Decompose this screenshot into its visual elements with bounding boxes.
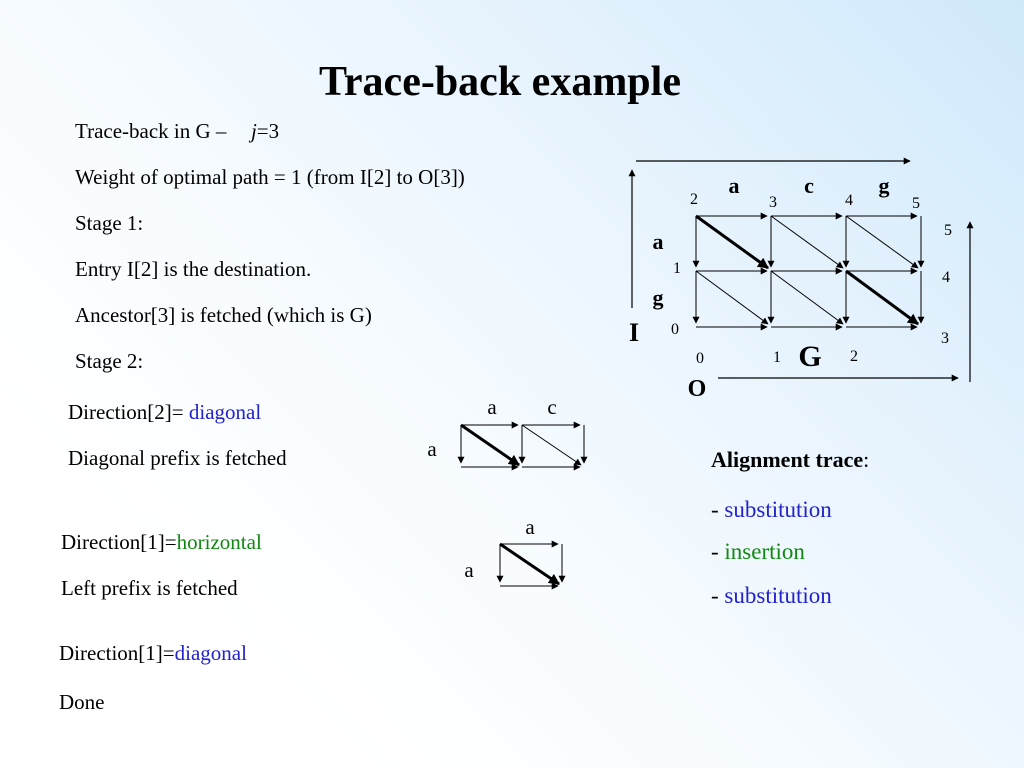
line-traceback-prefix: Trace-back in G – (75, 119, 227, 143)
top-number: 5 (912, 195, 920, 212)
alignment-item: - insertion (711, 539, 805, 565)
graph-label-G: G (798, 340, 821, 373)
traceback-diagonal-arrow-icon (845, 269, 919, 326)
line-entry: Entry I[2] is the destination. (75, 257, 312, 281)
vertical-edges (692, 216, 925, 324)
line-traceback-in-g: Trace-back in G – j=3 (75, 119, 279, 144)
alignment-substitution-1: substitution (724, 497, 832, 522)
done-note: Done (59, 690, 105, 714)
direction-1-diagonal-line: Direction[1]=diagonal (59, 641, 247, 666)
bottom-number: 0 (696, 350, 704, 367)
direction-2-value: diagonal (188, 400, 262, 424)
right-number: 4 (942, 269, 950, 286)
alignment-insertion: insertion (724, 539, 805, 564)
top-letter: c (804, 173, 814, 198)
alignment-dash: - (711, 497, 725, 522)
diagonal-prefix-note: Diagonal prefix is fetched (68, 446, 287, 470)
direction-1-value-horizontal: horizontal (176, 530, 262, 554)
line-ancestor: Ancestor[3] is fetched (which is G) (75, 303, 372, 327)
line-traceback-suffix: =3 (256, 119, 280, 143)
left-letter: g (653, 285, 664, 310)
alignment-trace-heading-line: Alignment trace: (711, 447, 869, 473)
small-grid-1-top-letter: c (547, 395, 556, 419)
input-label-I: I (629, 318, 639, 347)
bottom-number: 1 (773, 349, 781, 366)
top-letter: a (729, 173, 740, 198)
traceback-diagonal-arrow-icon (499, 542, 560, 586)
left-prefix-note: Left prefix is fetched (61, 576, 238, 600)
top-number: 4 (845, 192, 853, 209)
direction-1-label-2: Direction[1]= (59, 641, 175, 665)
right-number: 5 (944, 222, 952, 239)
small-grid-diagonal: a c a (427, 395, 588, 471)
alignment-substitution-2: substitution (724, 583, 832, 608)
direction-2-line: Direction[2]= diagonal (68, 400, 261, 425)
traceback-diagonal-arrow-icon (460, 423, 520, 467)
top-letter: g (879, 173, 890, 198)
alignment-item: - substitution (711, 583, 832, 609)
alignment-trace-colon: : (863, 447, 870, 472)
alignment-dash: - (711, 583, 725, 608)
left-letter: a (653, 229, 664, 254)
variable-j: j (250, 119, 257, 143)
bottom-number: 2 (850, 348, 858, 365)
small-grid-1-left-letter: a (427, 437, 437, 461)
direction-1-horizontal-line: Direction[1]=horizontal (61, 530, 262, 555)
line-weight: Weight of optimal path = 1 (from I[2] to… (75, 165, 465, 189)
alignment-item: - substitution (711, 497, 832, 523)
output-label-O: O (688, 376, 707, 402)
direction-2-label: Direction[2]= (68, 400, 189, 424)
direction-1-label: Direction[1]= (61, 530, 177, 554)
top-number: 3 (769, 194, 777, 211)
right-number: 3 (941, 330, 949, 347)
left-number: 1 (673, 260, 681, 277)
line-stage-1: Stage 1: (75, 211, 144, 235)
small-grid-1-top-letter: a (487, 395, 497, 419)
line-stage-2: Stage 2: (75, 349, 144, 373)
small-grid-2-left-letter: a (464, 558, 474, 582)
alignment-dash: - (711, 539, 725, 564)
diagonal-edges (695, 215, 919, 325)
left-number: 0 (671, 321, 679, 338)
big-edit-graph: a c g 2 3 4 5 a g 1 0 5 4 3 0 1 2 I G O (628, 157, 974, 402)
alignment-trace-heading: Alignment trace (711, 447, 864, 472)
direction-1-value-diagonal: diagonal (174, 641, 247, 665)
small-grid-horizontal: a a (464, 515, 566, 590)
small-grid-2-top-letter: a (525, 515, 535, 539)
top-number: 2 (690, 191, 698, 208)
traceback-diagonal-arrow-icon (695, 214, 769, 270)
page-title: Trace-back example (319, 59, 681, 105)
horizontal-edges (696, 212, 918, 331)
